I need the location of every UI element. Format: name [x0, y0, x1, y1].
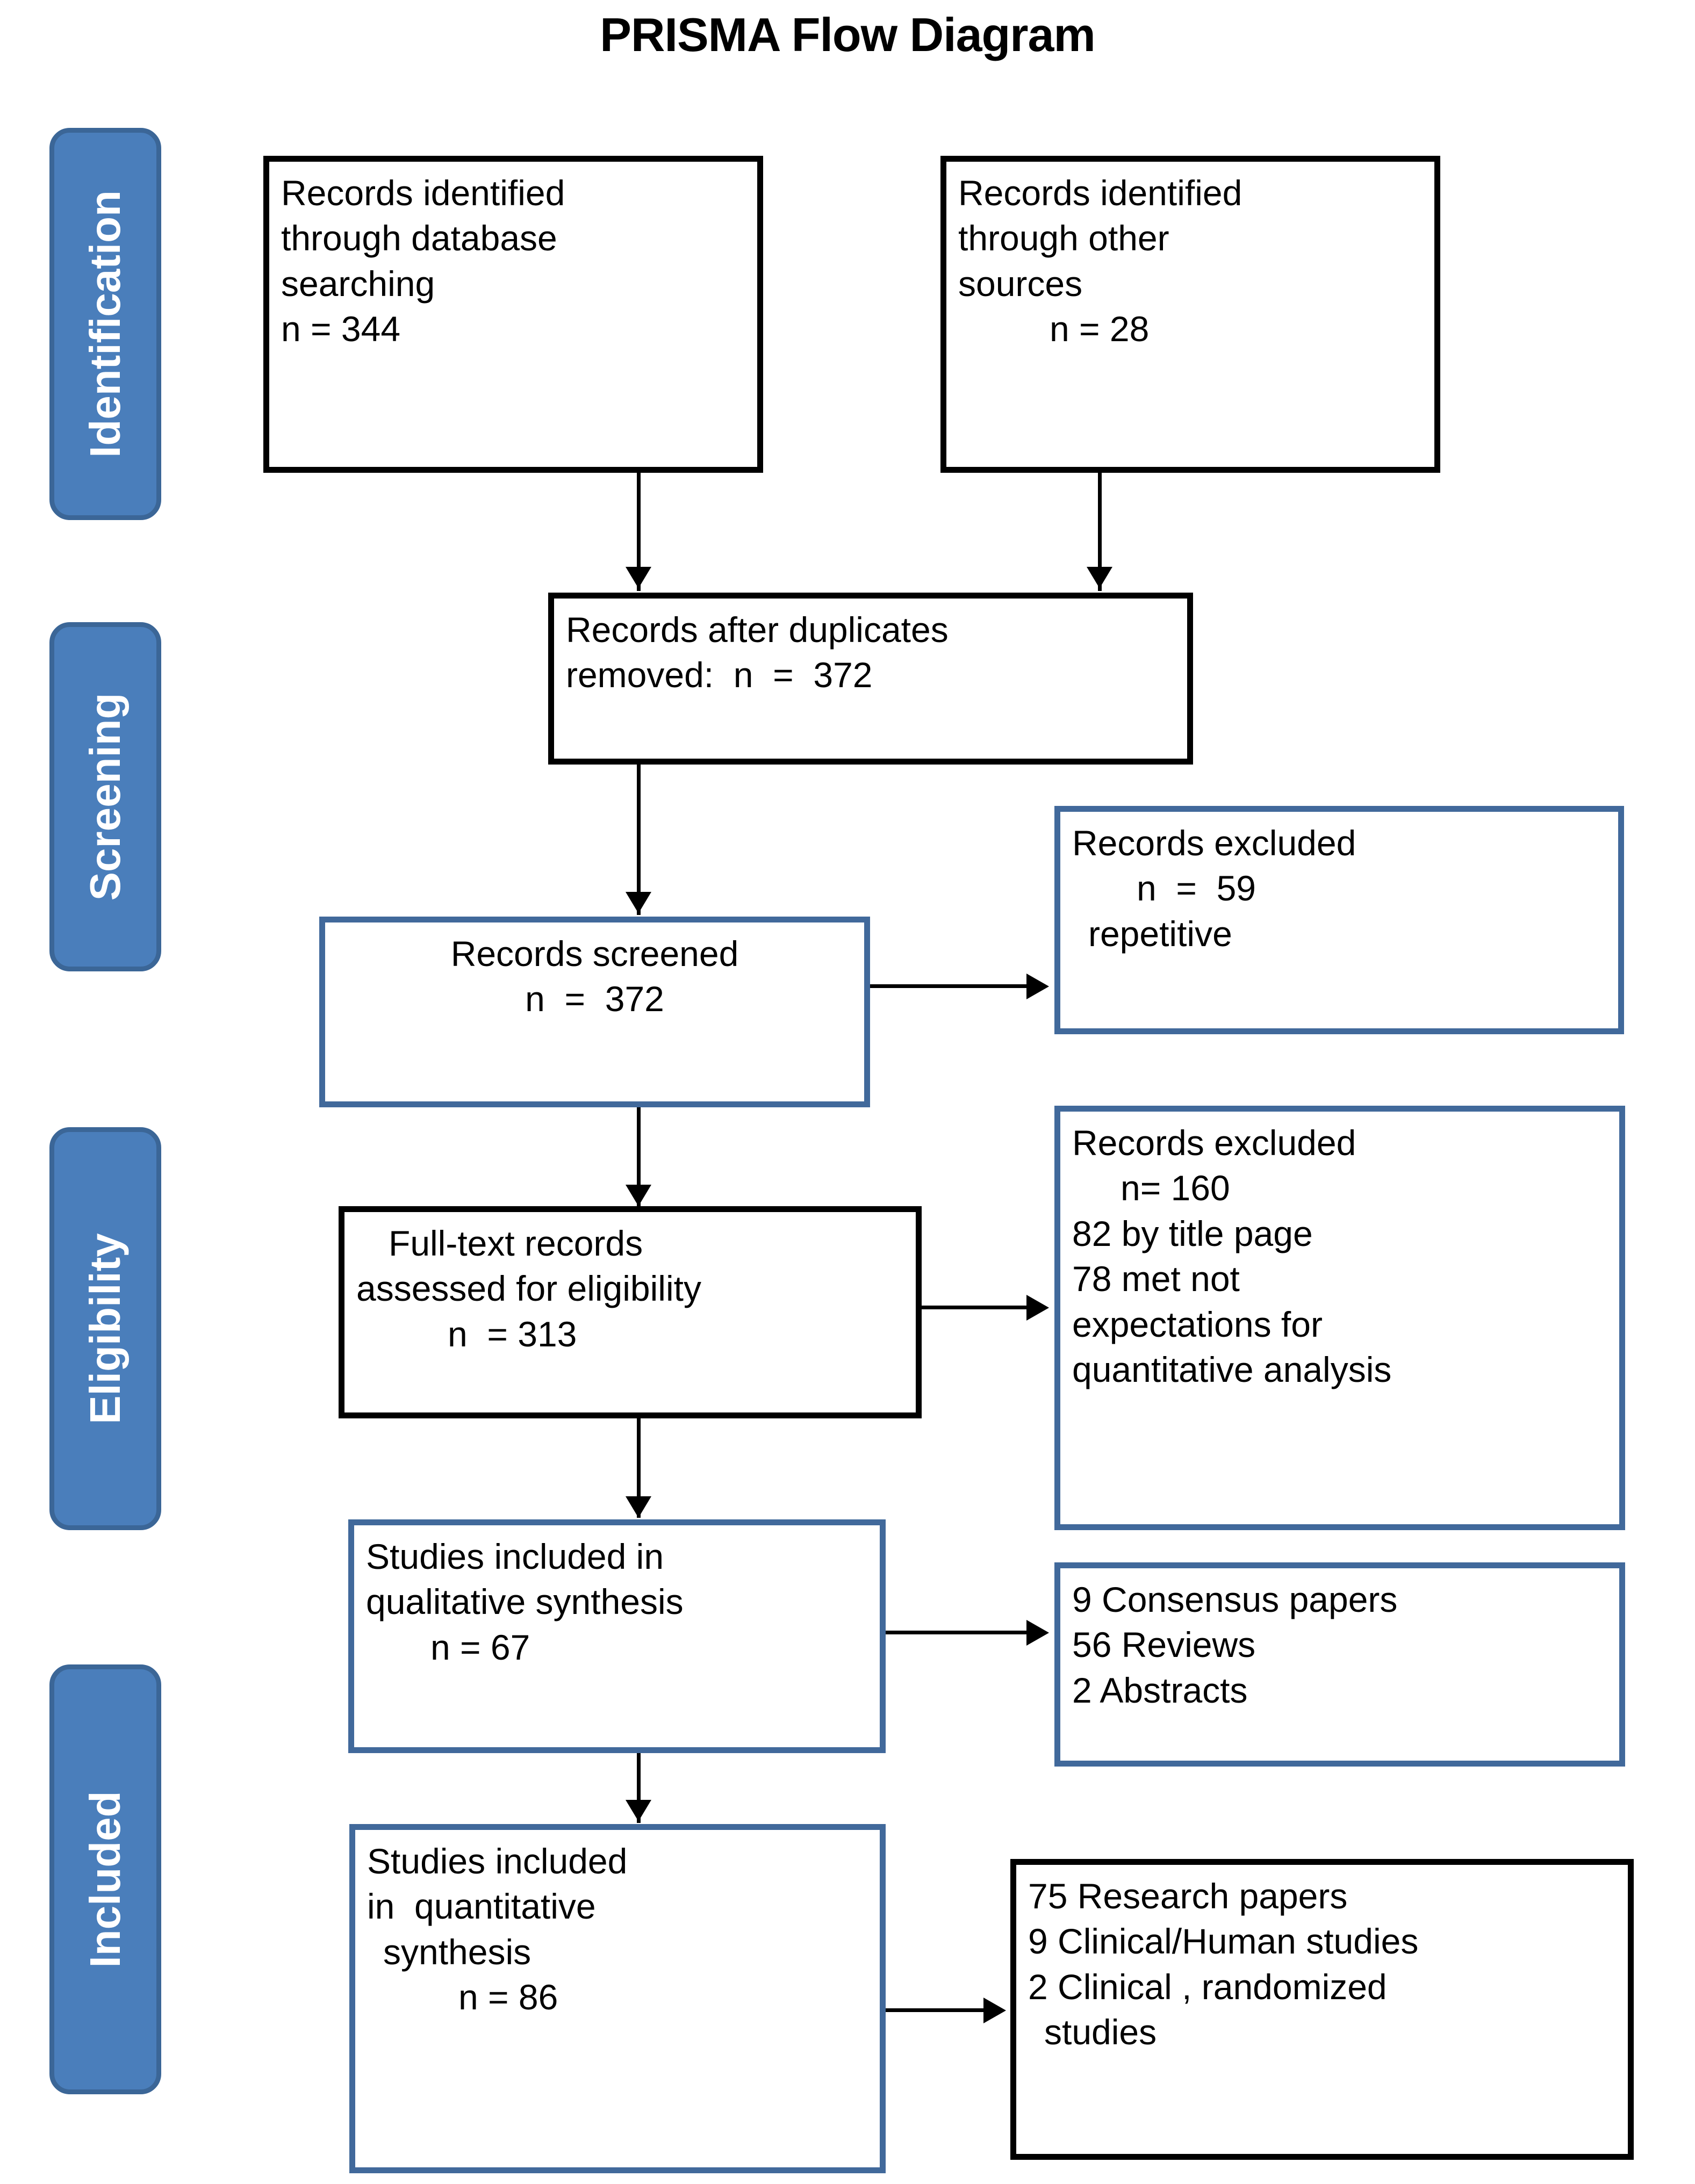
box-line-count: n = 313	[448, 1314, 577, 1354]
box-line: Records after duplicates	[566, 610, 949, 650]
box-line-count: n = 344	[281, 309, 401, 349]
box-line: quantitative analysis	[1072, 1350, 1392, 1390]
arrowhead-db-to-duplicates	[626, 567, 651, 588]
box-studies-qualitative-synthesis: Studies included in qualitative synthesi…	[348, 1519, 886, 1753]
box-line-count: n = 28	[1050, 309, 1150, 349]
box-line-count: n = 59	[1137, 868, 1256, 909]
box-line-count: n = 86	[458, 1977, 558, 2017]
box-records-excluded-160: Records excluded n= 160 82 by title page…	[1054, 1106, 1625, 1530]
box-line: 82 by title page	[1072, 1213, 1313, 1253]
box-line: Records identified	[281, 173, 565, 213]
box-records-screened: Records screened n = 372	[319, 917, 870, 1107]
box-line-count: n = 372	[525, 979, 664, 1019]
stage-pill-included: Included	[49, 1664, 161, 2094]
connector-duplicates-to-screened	[637, 765, 641, 915]
box-line-count: removed: n = 372	[566, 655, 873, 695]
arrowhead-qualitative-to-quantitative	[626, 1800, 651, 1821]
box-quantitative-breakdown: 75 Research papers 9 Clinical/Human stud…	[1010, 1859, 1634, 2160]
box-line: Studies included in	[366, 1537, 664, 1576]
box-qualitative-breakdown: 9 Consensus papers 56 Reviews 2 Abstract…	[1054, 1562, 1625, 1767]
box-line: 75 Research papers	[1028, 1876, 1348, 1916]
box-line: Records screened	[450, 934, 739, 974]
connector-screened-to-excluded59	[870, 984, 1031, 988]
arrowhead-duplicates-to-screened	[626, 892, 651, 913]
connector-other-to-duplicates	[1098, 473, 1102, 591]
connector-fulltext-to-excluded160	[922, 1306, 1032, 1309]
box-studies-quantitative-synthesis: Studies included in quantitative synthes…	[349, 1824, 886, 2173]
arrowhead-screened-to-excluded59	[1026, 974, 1049, 999]
box-line: 2 Abstracts	[1072, 1670, 1248, 1710]
box-records-identified-other-sources: Records identified through other sources…	[940, 156, 1440, 473]
arrowhead-fulltext-to-qualitative	[626, 1496, 651, 1518]
box-records-excluded-59: Records excluded n = 59 repetitive	[1054, 806, 1624, 1034]
box-line: Full-text records	[389, 1223, 643, 1263]
box-line: Studies included	[367, 1841, 628, 1881]
box-line: Records excluded	[1072, 1123, 1356, 1163]
box-line: qualitative synthesis	[366, 1582, 684, 1622]
box-line: 9 Clinical/Human studies	[1028, 1921, 1419, 1962]
stage-label-included: Included	[81, 1791, 129, 1968]
arrowhead-qualitative-to-breakdown	[1026, 1620, 1049, 1646]
box-line: in quantitative	[367, 1886, 596, 1927]
connector-qualitative-to-quantitative	[637, 1753, 641, 1823]
box-line: through database	[281, 218, 557, 258]
arrowhead-quantitative-to-breakdown	[983, 1998, 1006, 2023]
box-records-identified-database: Records identified through database sear…	[263, 156, 763, 473]
box-line-count: n= 160	[1121, 1168, 1230, 1208]
box-line: sources	[958, 263, 1083, 304]
arrowhead-screened-to-fulltext	[626, 1185, 651, 1206]
stage-label-eligibility: Eligibility	[81, 1233, 129, 1424]
box-line: Records identified	[958, 173, 1242, 213]
box-line: assessed for eligibility	[356, 1268, 701, 1309]
box-line: through other	[958, 218, 1169, 258]
box-line: searching	[281, 263, 435, 304]
page-title: PRISMA Flow Diagram	[600, 8, 1095, 61]
connector-fulltext-to-qualitative	[637, 1418, 641, 1518]
box-line: repetitive	[1088, 913, 1232, 954]
box-full-text-assessed: Full-text records assessed for eligibili…	[339, 1206, 922, 1418]
box-line: 2 Clinical , randomized	[1028, 1966, 1387, 2007]
stage-label-identification: Identification	[81, 190, 129, 458]
stage-pill-identification: Identification	[49, 128, 161, 520]
stage-pill-eligibility: Eligibility	[49, 1127, 161, 1530]
box-line: studies	[1044, 2012, 1157, 2052]
box-line: synthesis	[383, 1931, 532, 1972]
stage-pill-screening: Screening	[49, 622, 161, 971]
box-line-count: n = 67	[430, 1627, 530, 1667]
connector-db-to-duplicates	[637, 473, 641, 591]
box-line: 56 Reviews	[1072, 1625, 1256, 1665]
box-line: expectations for	[1072, 1304, 1323, 1344]
arrowhead-other-to-duplicates	[1087, 567, 1112, 588]
box-line: 9 Consensus papers	[1072, 1580, 1398, 1619]
connector-qualitative-to-breakdown	[886, 1631, 1032, 1634]
connector-screened-to-fulltext	[637, 1107, 641, 1207]
box-line: 78 met not	[1072, 1259, 1240, 1299]
arrowhead-fulltext-to-excluded160	[1026, 1295, 1049, 1321]
box-records-after-duplicates: Records after duplicates removed: n = 37…	[548, 593, 1193, 765]
connector-quantitative-to-breakdown	[886, 2008, 989, 2012]
box-line: Records excluded	[1072, 823, 1356, 863]
stage-label-screening: Screening	[81, 693, 129, 901]
